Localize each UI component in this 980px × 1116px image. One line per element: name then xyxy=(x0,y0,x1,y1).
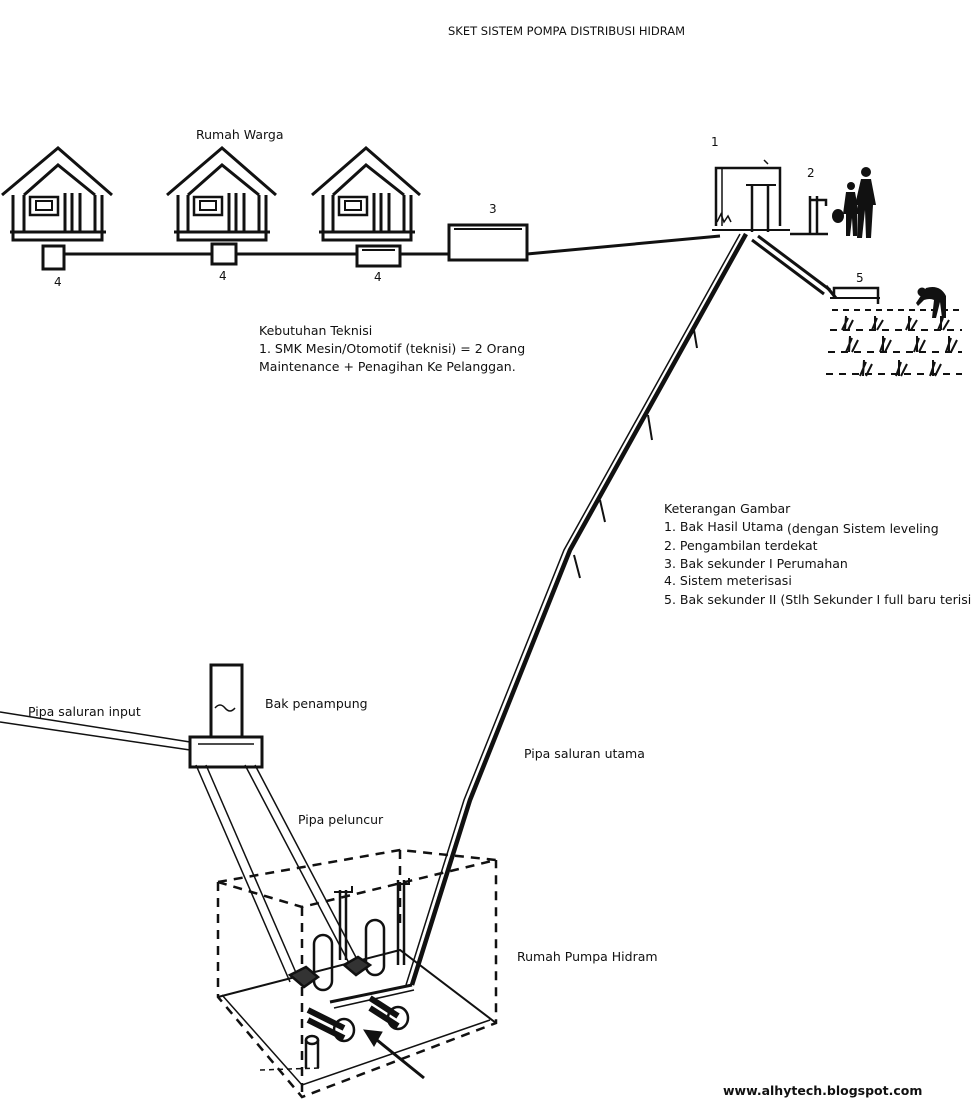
houses xyxy=(1,146,421,242)
legend-item-1-note: (dengan Sistem leveling xyxy=(787,521,939,536)
storage-tank-label: Bak penampung xyxy=(265,696,368,711)
houses-label: Rumah Warga xyxy=(196,127,284,142)
legend-heading: Keterangan Gambar xyxy=(664,501,791,516)
legend-item-1: 1. Bak Hasil Utama xyxy=(664,519,783,534)
flow-arrow xyxy=(363,1029,425,1080)
secondary-tank-1 xyxy=(447,223,529,262)
house-3 xyxy=(311,146,421,242)
distribution-pipe xyxy=(41,223,721,271)
nearest-tap xyxy=(790,196,828,236)
pump-house-label: Rumah Pumpa Hidram xyxy=(517,949,658,964)
legend-item-4: 4. Sistem meterisasi xyxy=(664,573,792,588)
number-4-b: 4 xyxy=(219,269,227,283)
meter-2 xyxy=(210,242,238,266)
number-4-a: 4 xyxy=(54,275,62,289)
hydram-pumps xyxy=(259,878,415,1071)
number-2: 2 xyxy=(807,166,815,180)
meter-3 xyxy=(355,244,402,268)
farmer-silhouette xyxy=(916,287,946,318)
website-watermark: www.alhytech.blogspot.com xyxy=(723,1083,922,1098)
meter-1 xyxy=(41,244,66,271)
input-pipe-label: Pipa saluran input xyxy=(28,704,141,719)
rice-field xyxy=(826,309,962,377)
main-reservoir xyxy=(712,159,790,232)
technician-heading: Kebutuhan Teknisi xyxy=(259,323,372,338)
number-1: 1 xyxy=(711,135,719,149)
pump-house xyxy=(216,848,498,1099)
house-2 xyxy=(166,146,277,242)
number-4-c: 4 xyxy=(374,270,382,284)
input-pipe xyxy=(0,711,191,751)
number-3: 3 xyxy=(489,202,497,216)
diagram-title: SKET SISTEM POMPA DISTRIBUSI HIDRAM xyxy=(448,24,685,38)
technician-line-1: 1. SMK Mesin/Otomotif (teknisi) = 2 Oran… xyxy=(259,341,525,356)
main-pipe xyxy=(405,232,748,986)
legend-item-5: 5. Bak sekunder II (Stlh Sekunder I full… xyxy=(664,592,971,607)
number-5: 5 xyxy=(856,271,864,285)
drop-pipe-label: Pipa peluncur xyxy=(298,812,384,827)
house-1 xyxy=(1,146,113,242)
legend: Keterangan Gambar 1. Bak Hasil Utama (de… xyxy=(664,501,971,607)
branch-pipe-to-field xyxy=(751,234,880,304)
people-silhouette xyxy=(832,167,876,238)
drop-pipes xyxy=(195,764,361,983)
legend-item-2: 2. Pengambilan terdekat xyxy=(664,538,818,553)
technician-line-2: Maintenance + Penagihan Ke Pelanggan. xyxy=(259,359,516,374)
storage-tank xyxy=(188,663,264,769)
technician-needs: Kebutuhan Teknisi 1. SMK Mesin/Otomotif … xyxy=(259,323,525,374)
main-pipe-label: Pipa saluran utama xyxy=(524,746,645,761)
legend-item-3: 3. Bak sekunder I Perumahan xyxy=(664,556,848,571)
